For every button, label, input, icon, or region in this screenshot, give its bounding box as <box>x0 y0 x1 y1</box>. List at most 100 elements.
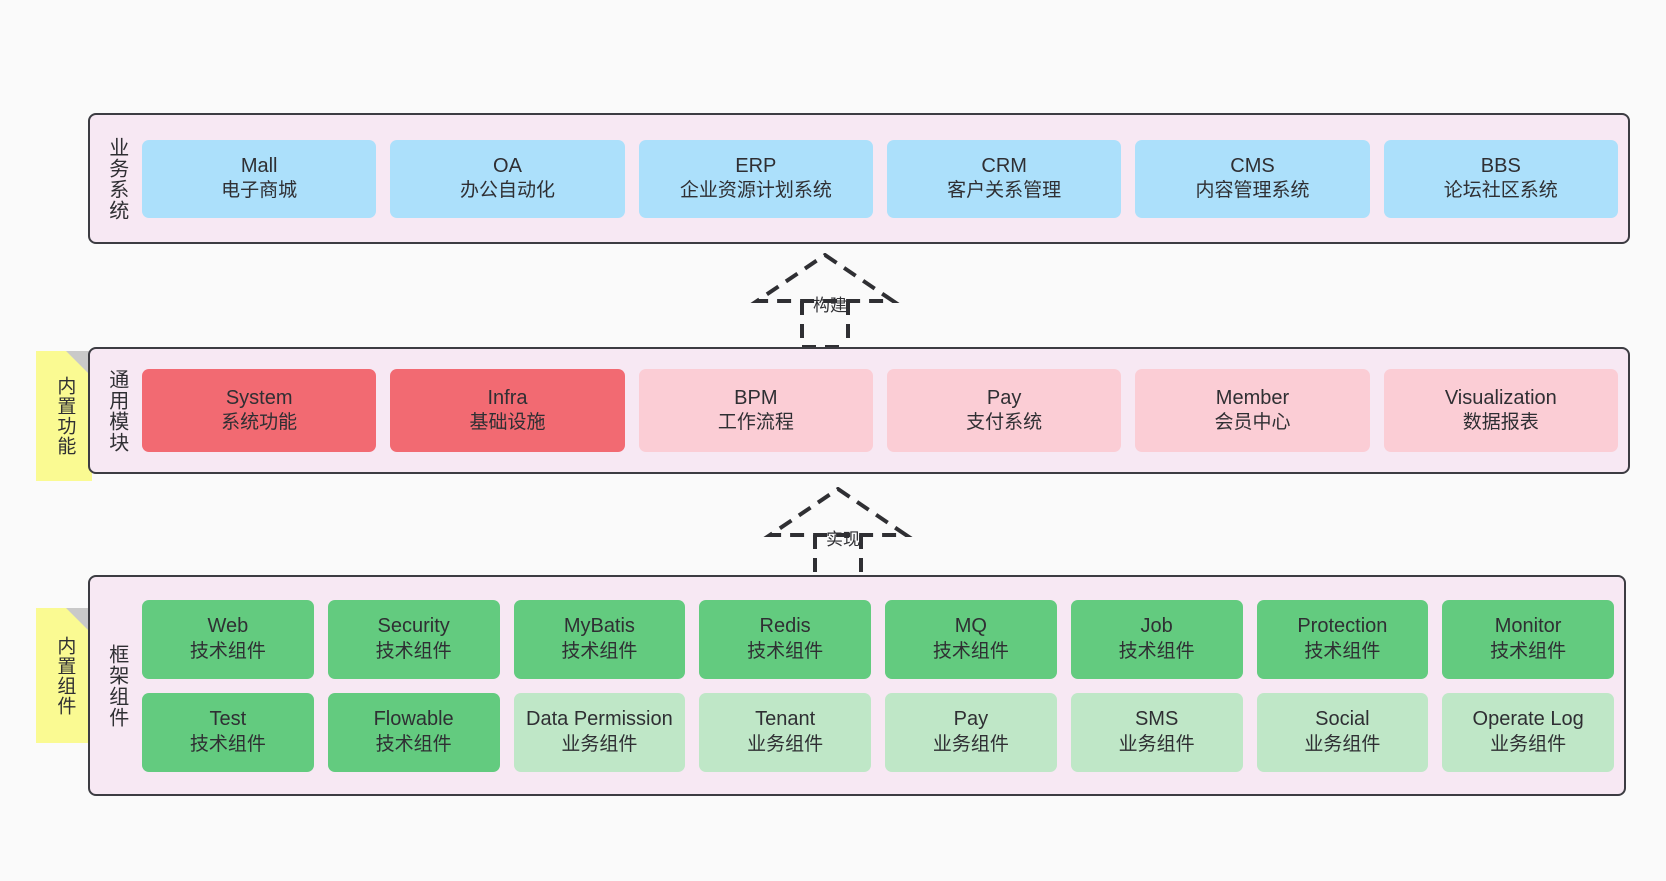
component-card-flowable[interactable]: Flowable 技术组件 <box>327 692 500 772</box>
component-card-title: Tenant <box>755 708 816 731</box>
business-card-subtitle: 内容管理系统 <box>1195 180 1310 202</box>
module-card-subtitle: 系统功能 <box>221 412 298 434</box>
module-card-subtitle: 支付系统 <box>966 412 1043 434</box>
component-card-tenant[interactable]: Tenant 业务组件 <box>699 692 871 772</box>
component-card-subtitle: 技术组件 <box>1490 640 1567 662</box>
component-card-social[interactable]: Social 业务组件 <box>1256 692 1429 772</box>
note-builtin-components: 内置组件 <box>36 608 92 743</box>
layer-label-framework-components: 框架组件 <box>105 643 128 728</box>
business-card-bbs[interactable]: BBS 论坛社区系统 <box>1383 139 1618 218</box>
framework-components-row-tech: Web 技术组件 Security 技术组件 MyBatis 技术组件 Redi… <box>142 599 1614 679</box>
business-card-subtitle: 办公自动化 <box>459 180 555 202</box>
note-fold-corner-icon <box>66 608 92 634</box>
module-card-title: Infra <box>487 386 528 409</box>
module-card-title: Pay <box>986 386 1022 409</box>
component-card-title: Protection <box>1297 615 1388 638</box>
component-card-title: Data Permission <box>526 708 673 731</box>
component-card-title: Security <box>377 615 450 638</box>
module-card-visualization[interactable]: Visualization 数据报表 <box>1383 369 1618 452</box>
module-card-pay[interactable]: Pay 支付系统 <box>886 369 1122 452</box>
module-card-subtitle: 工作流程 <box>717 412 794 434</box>
business-card-subtitle: 企业资源计划系统 <box>679 180 832 202</box>
component-card-security[interactable]: Security 技术组件 <box>327 599 500 679</box>
component-card-subtitle: 技术组件 <box>189 733 266 755</box>
layer-label-general-modules: 通用模块 <box>105 368 128 453</box>
business-card-subtitle: 客户关系管理 <box>947 180 1062 202</box>
general-modules-row: System 系统功能 Infra 基础设施 BPM 工作流程 Pay 支付系统… <box>142 369 1618 452</box>
note-fold-corner-icon <box>66 351 92 377</box>
module-card-subtitle: 基础设施 <box>469 412 546 434</box>
component-card-monitor[interactable]: Monitor 技术组件 <box>1442 599 1614 679</box>
component-card-web[interactable]: Web 技术组件 <box>142 599 314 679</box>
layer-label-business-systems: 业务系统 <box>105 136 128 221</box>
business-card-oa[interactable]: OA 办公自动化 <box>390 139 625 218</box>
component-card-protection[interactable]: Protection 技术组件 <box>1256 599 1429 679</box>
module-card-title: System <box>225 386 293 409</box>
layer-framework-components: 框架组件 Web 技术组件 Security 技术组件 MyBatis 技术组件… <box>88 575 1626 796</box>
component-card-sms[interactable]: SMS 业务组件 <box>1070 692 1243 772</box>
component-card-title: Flowable <box>373 708 454 731</box>
module-card-infra[interactable]: Infra 基础设施 <box>390 369 625 452</box>
component-card-title: SMS <box>1134 708 1179 731</box>
component-card-title: Monitor <box>1494 615 1562 638</box>
business-card-crm[interactable]: CRM 客户关系管理 <box>886 139 1122 218</box>
component-card-subtitle: 业务组件 <box>1304 733 1381 755</box>
framework-components-row-business: Test 技术组件 Flowable 技术组件 Data Permission … <box>142 692 1614 772</box>
component-card-subtitle: 技术组件 <box>561 640 638 662</box>
business-systems-row: Mall 电子商城 OA 办公自动化 ERP 企业资源计划系统 CRM 客户关系… <box>142 139 1618 218</box>
business-card-title: BBS <box>1480 154 1521 177</box>
connector-build-icon <box>750 252 900 349</box>
component-card-title: MQ <box>954 615 987 638</box>
module-card-title: Visualization <box>1444 386 1557 409</box>
component-card-subtitle: 业务组件 <box>561 733 638 755</box>
business-card-title: CRM <box>981 154 1027 177</box>
module-card-subtitle: 数据报表 <box>1462 412 1539 434</box>
component-card-mq[interactable]: MQ 技术组件 <box>885 599 1057 679</box>
module-card-title: Member <box>1215 386 1290 409</box>
component-card-title: Social <box>1315 708 1370 731</box>
module-card-bpm[interactable]: BPM 工作流程 <box>638 369 873 452</box>
layer-business-systems: 业务系统 Mall 电子商城 OA 办公自动化 ERP 企业资源计划系统 CRM… <box>88 113 1630 244</box>
component-card-subtitle: 技术组件 <box>375 640 452 662</box>
component-card-subtitle: 技术组件 <box>189 640 266 662</box>
module-card-title: BPM <box>734 386 778 409</box>
layer-body-business-systems: Mall 电子商城 OA 办公自动化 ERP 企业资源计划系统 CRM 客户关系… <box>142 115 1628 242</box>
component-card-redis[interactable]: Redis 技术组件 <box>699 599 871 679</box>
component-card-subtitle: 技术组件 <box>747 640 824 662</box>
component-card-pay[interactable]: Pay 业务组件 <box>885 692 1057 772</box>
component-card-subtitle: 技术组件 <box>932 640 1009 662</box>
component-card-title: Web <box>207 615 249 638</box>
component-card-subtitle: 业务组件 <box>1118 733 1195 755</box>
component-card-title: Test <box>209 708 247 731</box>
connector-implement-label: 实现 <box>826 530 860 549</box>
component-card-mybatis[interactable]: MyBatis 技术组件 <box>513 599 686 679</box>
business-card-subtitle: 电子商城 <box>221 180 298 202</box>
connector-implement-icon <box>763 486 913 583</box>
component-card-subtitle: 技术组件 <box>1118 640 1195 662</box>
layer-body-framework-components: Web 技术组件 Security 技术组件 MyBatis 技术组件 Redi… <box>142 577 1624 794</box>
component-card-title: Redis <box>759 615 811 638</box>
module-card-subtitle: 会员中心 <box>1214 412 1291 434</box>
connector-implement: 实现 <box>758 486 948 583</box>
business-card-title: ERP <box>735 154 777 177</box>
business-card-cms[interactable]: CMS 内容管理系统 <box>1135 139 1370 218</box>
component-card-data-permission[interactable]: Data Permission 业务组件 <box>513 692 686 772</box>
note-builtin-components-label: 内置组件 <box>54 635 76 716</box>
business-card-title: Mall <box>240 154 278 177</box>
component-card-subtitle: 业务组件 <box>1490 733 1567 755</box>
connector-build: 构建 <box>745 252 935 349</box>
business-card-erp[interactable]: ERP 企业资源计划系统 <box>638 139 873 218</box>
component-card-job[interactable]: Job 技术组件 <box>1070 599 1243 679</box>
business-card-mall[interactable]: Mall 电子商城 <box>142 139 377 218</box>
component-card-test[interactable]: Test 技术组件 <box>142 692 314 772</box>
component-card-operate-log[interactable]: Operate Log 业务组件 <box>1442 692 1614 772</box>
module-card-system[interactable]: System 系统功能 <box>142 369 377 452</box>
business-card-title: CMS <box>1230 154 1275 177</box>
component-card-title: Pay <box>953 708 989 731</box>
component-card-subtitle: 业务组件 <box>747 733 824 755</box>
module-card-member[interactable]: Member 会员中心 <box>1135 369 1370 452</box>
note-builtin-features: 内置功能 <box>36 351 92 481</box>
component-card-subtitle: 业务组件 <box>932 733 1009 755</box>
component-card-title: MyBatis <box>563 615 635 638</box>
